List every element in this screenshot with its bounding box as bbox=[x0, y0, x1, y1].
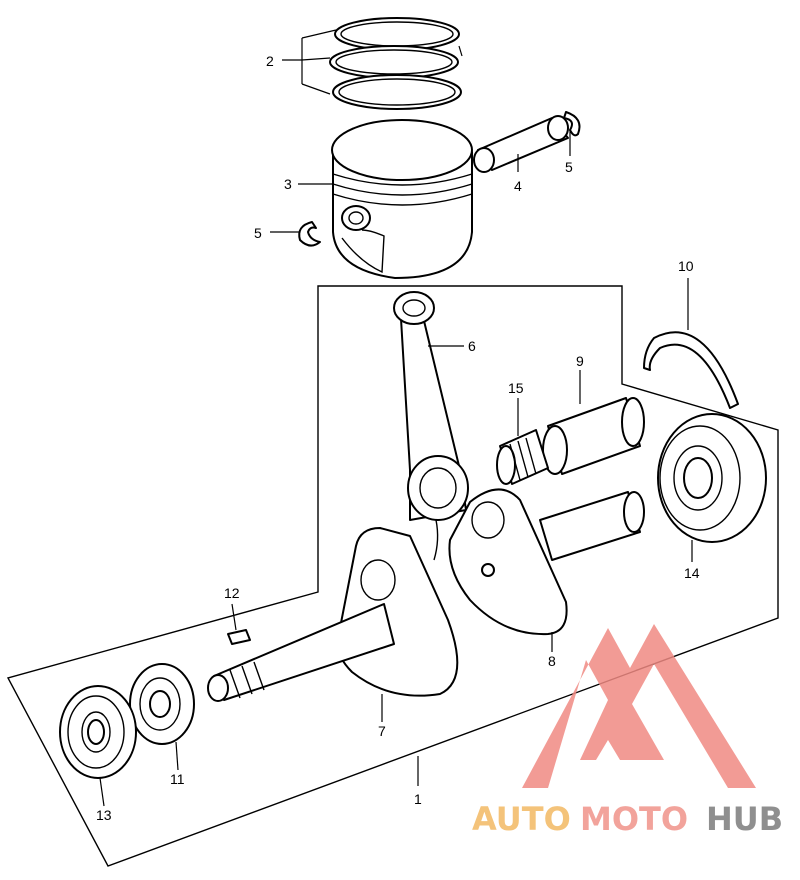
crank-pin bbox=[542, 397, 645, 475]
assembly-outline bbox=[6, 285, 779, 867]
callout-6: 6 bbox=[468, 338, 476, 354]
callout-10: 10 bbox=[678, 258, 694, 274]
circlip-right bbox=[563, 111, 581, 137]
callout-7: 7 bbox=[378, 723, 386, 739]
callout-14: 14 bbox=[684, 565, 700, 581]
timing-sprocket bbox=[129, 663, 195, 745]
needle-bearing bbox=[496, 429, 549, 485]
callout-11: 11 bbox=[170, 771, 185, 787]
watermark-moto: MOTO bbox=[580, 800, 688, 838]
callout-8: 8 bbox=[548, 653, 556, 669]
callout-9: 9 bbox=[576, 353, 584, 369]
callout-2: 2 bbox=[266, 53, 274, 69]
watermark-text: AUTO MOTO HUB bbox=[472, 800, 783, 838]
callout-5-right: 5 bbox=[565, 159, 573, 175]
piston-pin bbox=[473, 115, 569, 173]
watermark-auto: AUTO bbox=[472, 800, 571, 838]
callout-3: 3 bbox=[284, 176, 292, 192]
piston bbox=[331, 119, 473, 279]
callout-1: 1 bbox=[414, 791, 422, 807]
callout-labels: 2 3 4 5 5 6 7 8 9 10 11 12 13 14 15 1 bbox=[96, 53, 700, 823]
flywheel-right bbox=[448, 488, 645, 636]
ball-bearing-right bbox=[657, 413, 767, 543]
circlip-left bbox=[298, 221, 321, 247]
callout-12: 12 bbox=[224, 585, 240, 601]
ball-bearing-left bbox=[59, 685, 137, 779]
callout-13: 13 bbox=[96, 807, 112, 823]
logo-triangle-icon bbox=[522, 624, 756, 788]
callout-15: 15 bbox=[508, 380, 524, 396]
woodruff-key bbox=[227, 629, 251, 645]
connecting-rod bbox=[393, 291, 469, 561]
piston-rings bbox=[329, 17, 463, 110]
callout-5-left: 5 bbox=[254, 225, 262, 241]
retaining-ring bbox=[643, 331, 739, 409]
callout-4: 4 bbox=[514, 178, 522, 194]
watermark-hub: HUB bbox=[706, 800, 783, 838]
watermark-logo bbox=[522, 624, 756, 788]
flywheel-left bbox=[207, 527, 459, 702]
leader-lines bbox=[99, 29, 693, 807]
